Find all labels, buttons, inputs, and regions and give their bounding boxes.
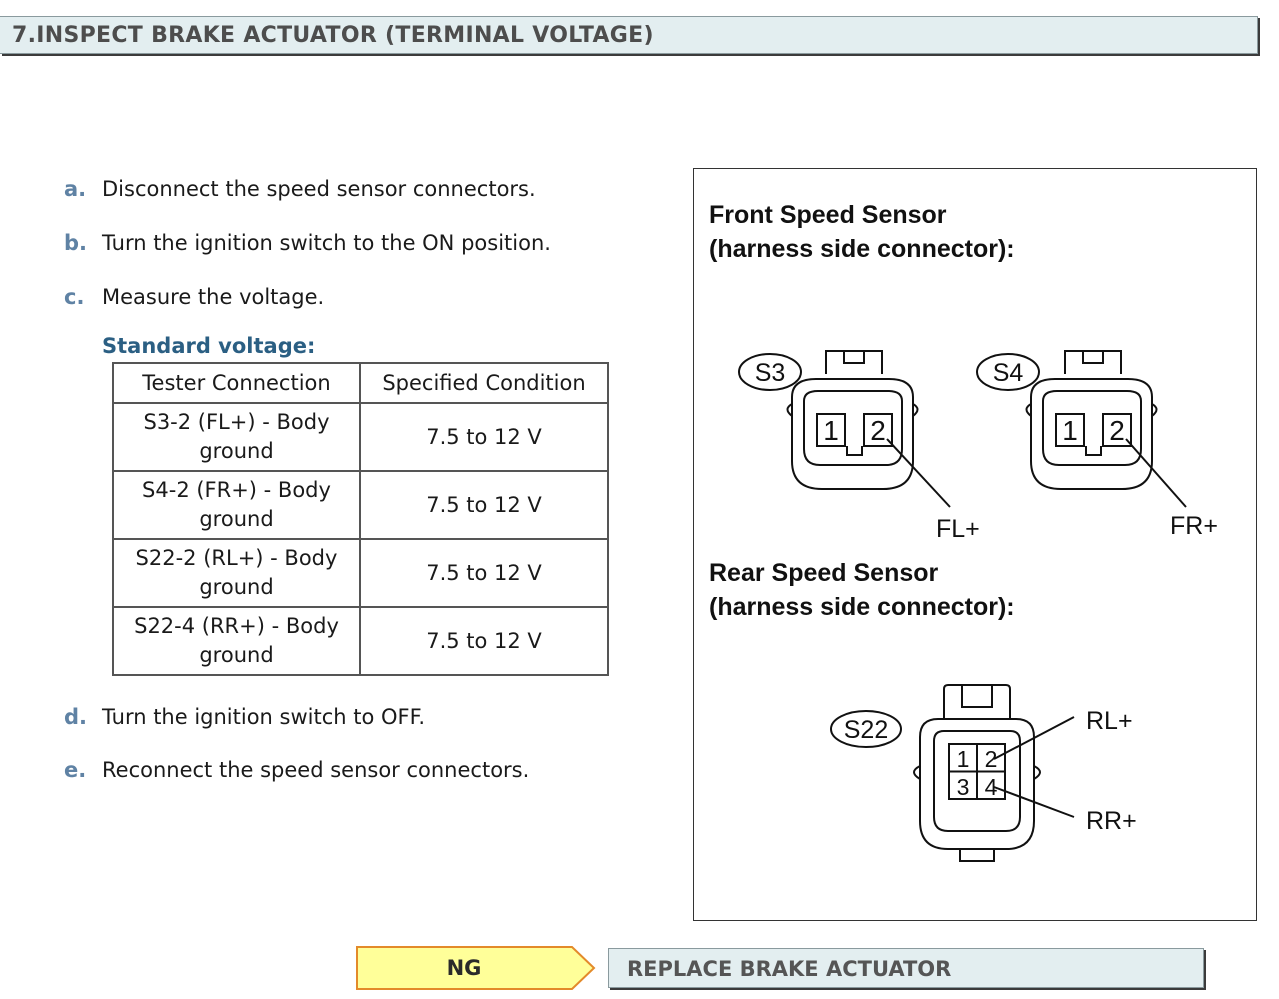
pin-label: 1	[1062, 415, 1078, 446]
terminal-label-rl: RL+	[1086, 707, 1133, 735]
connector-diagram: Front Speed Sensor (harness side connect…	[693, 168, 1257, 921]
step-text: Turn the ignition switch to the ON posit…	[102, 231, 551, 255]
connection-line: S3-2 (FL+) - Body	[143, 410, 330, 434]
standard-voltage-table: Tester Connection Specified Condition S3…	[112, 362, 609, 676]
connection-line: S4-2 (FR+) - Body	[142, 478, 331, 502]
leader-line-fr	[1125, 438, 1187, 508]
connection-line: S22-4 (RR+) - Body	[134, 614, 339, 638]
step-c: c. Measure the voltage.	[64, 284, 324, 310]
pin-box	[863, 413, 893, 447]
replace-brake-actuator-link[interactable]: REPLACE BRAKE ACTUATOR	[608, 948, 1204, 988]
pin-label: 4	[985, 774, 998, 800]
step-letter: c.	[64, 285, 85, 309]
standard-voltage-label: Standard voltage:	[102, 334, 316, 358]
step-d: d. Turn the ignition switch to OFF.	[64, 704, 425, 730]
step-e: e. Reconnect the speed sensor connectors.	[64, 757, 529, 783]
front-title-line2: (harness side connector):	[709, 235, 1015, 263]
specified-condition-cell: 7.5 to 12 V	[359, 402, 609, 472]
step-text: Reconnect the speed sensor connectors.	[102, 758, 530, 782]
leader-line-rl	[993, 716, 1075, 760]
step-letter: b.	[64, 231, 88, 255]
pin-label: 3	[957, 774, 970, 800]
connector-s22	[830, 684, 1075, 862]
table-row: S4-2 (FR+) - Body ground 7.5 to 12 V	[112, 470, 609, 540]
step-letter: d.	[64, 705, 88, 729]
step-letter: a.	[64, 177, 87, 201]
table-row: S3-2 (FL+) - Body ground 7.5 to 12 V	[112, 402, 609, 472]
step-text: Measure the voltage.	[102, 285, 325, 309]
pin-box	[816, 413, 846, 447]
connection-line: ground	[199, 575, 274, 599]
rear-title-line2: (harness side connector):	[709, 593, 1015, 621]
terminal-label-fr: FR+	[1170, 512, 1218, 540]
step-text: Disconnect the speed sensor connectors.	[102, 177, 536, 201]
step-b: b. Turn the ignition switch to the ON pos…	[64, 230, 551, 256]
connection-line: ground	[199, 507, 274, 531]
tester-connection-cell: S3-2 (FL+) - Body ground	[112, 402, 361, 472]
ng-arrow-shape	[356, 946, 596, 990]
pin-label: 1	[957, 746, 970, 772]
rear-title-line1: Rear Speed Sensor	[709, 559, 939, 587]
pin-label: 2	[870, 415, 886, 446]
section-title: 7.INSPECT BRAKE ACTUATOR (TERMINAL VOLTA…	[0, 16, 1258, 54]
leader-line-rr	[993, 786, 1075, 818]
table-header-row: Tester Connection Specified Condition	[112, 362, 609, 404]
connector-s3	[738, 350, 951, 508]
specified-condition-cell: 7.5 to 12 V	[359, 606, 609, 676]
specified-condition-cell: 7.5 to 12 V	[359, 538, 609, 608]
terminal-label-fl: FL+	[936, 515, 980, 543]
pin-label: 2	[1109, 415, 1125, 446]
connector-tag-s22	[830, 710, 902, 748]
pin-box	[1055, 413, 1085, 447]
specified-condition-cell: 7.5 to 12 V	[359, 470, 609, 540]
ng-result-tag: NG	[356, 946, 596, 990]
connector-s4	[976, 350, 1187, 508]
connector-tag-s3	[738, 353, 802, 391]
connection-line: ground	[199, 439, 274, 463]
step-letter: e.	[64, 758, 87, 782]
tester-connection-cell: S22-4 (RR+) - Body ground	[112, 606, 361, 676]
connector-label-s3: S3	[755, 359, 786, 387]
connection-line: ground	[199, 643, 274, 667]
ng-result-label: NG	[446, 956, 482, 980]
pin-box	[1102, 413, 1132, 447]
pin-label: 1	[823, 415, 839, 446]
ng-arrow-fill	[356, 946, 596, 990]
step-text: Turn the ignition switch to OFF.	[102, 705, 426, 729]
terminal-label-rr: RR+	[1086, 807, 1137, 835]
connector-tag-s4	[976, 353, 1040, 391]
tester-connection-cell: S4-2 (FR+) - Body ground	[112, 470, 361, 540]
leader-line-fl	[886, 438, 951, 508]
connector-label-s4: S4	[993, 359, 1024, 387]
column-header: Tester Connection	[112, 362, 361, 404]
tester-connection-cell: S22-2 (RL+) - Body ground	[112, 538, 361, 608]
table-row: S22-2 (RL+) - Body ground 7.5 to 12 V	[112, 538, 609, 608]
front-title-line1: Front Speed Sensor	[709, 201, 947, 229]
connector-label-s22: S22	[844, 716, 888, 744]
table-row: S22-4 (RR+) - Body ground 7.5 to 12 V	[112, 606, 609, 676]
connector-diagram-svg: Front Speed Sensor (harness side connect…	[709, 201, 1218, 862]
pin-label: 2	[985, 746, 998, 772]
connection-line: S22-2 (RL+) - Body	[135, 546, 338, 570]
column-header: Specified Condition	[359, 362, 609, 404]
step-a: a. Disconnect the speed sensor connectors…	[64, 176, 536, 202]
